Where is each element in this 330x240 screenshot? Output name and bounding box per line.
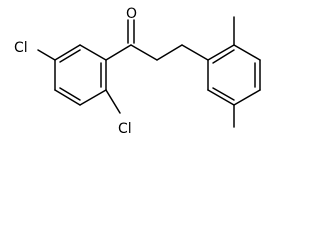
bond [105, 44, 132, 61]
double-bond-inner [212, 49, 235, 64]
chlorine-label: Cl [118, 121, 132, 137]
bond [156, 44, 183, 61]
bond [233, 44, 261, 61]
bond-to-chlorine [105, 89, 121, 114]
bond [207, 89, 235, 106]
bond [130, 44, 158, 61]
dichlorophenyl-ring [54, 44, 107, 106]
bond-to-chlorine [37, 49, 56, 61]
dimethylphenyl-ring [207, 44, 261, 106]
double-bond-inner [59, 87, 81, 101]
double-bond-inner [59, 49, 81, 63]
bond [207, 44, 235, 61]
bond [54, 89, 81, 106]
double-bond-inner [212, 87, 235, 101]
bond [54, 44, 81, 61]
bond [79, 44, 107, 61]
bond [233, 89, 261, 106]
bond [181, 44, 209, 61]
oxygen-label: O [126, 6, 137, 22]
chemical-structure: Cl Cl O [14, 6, 261, 137]
chlorine-label: Cl [14, 40, 28, 56]
bond [79, 89, 107, 106]
